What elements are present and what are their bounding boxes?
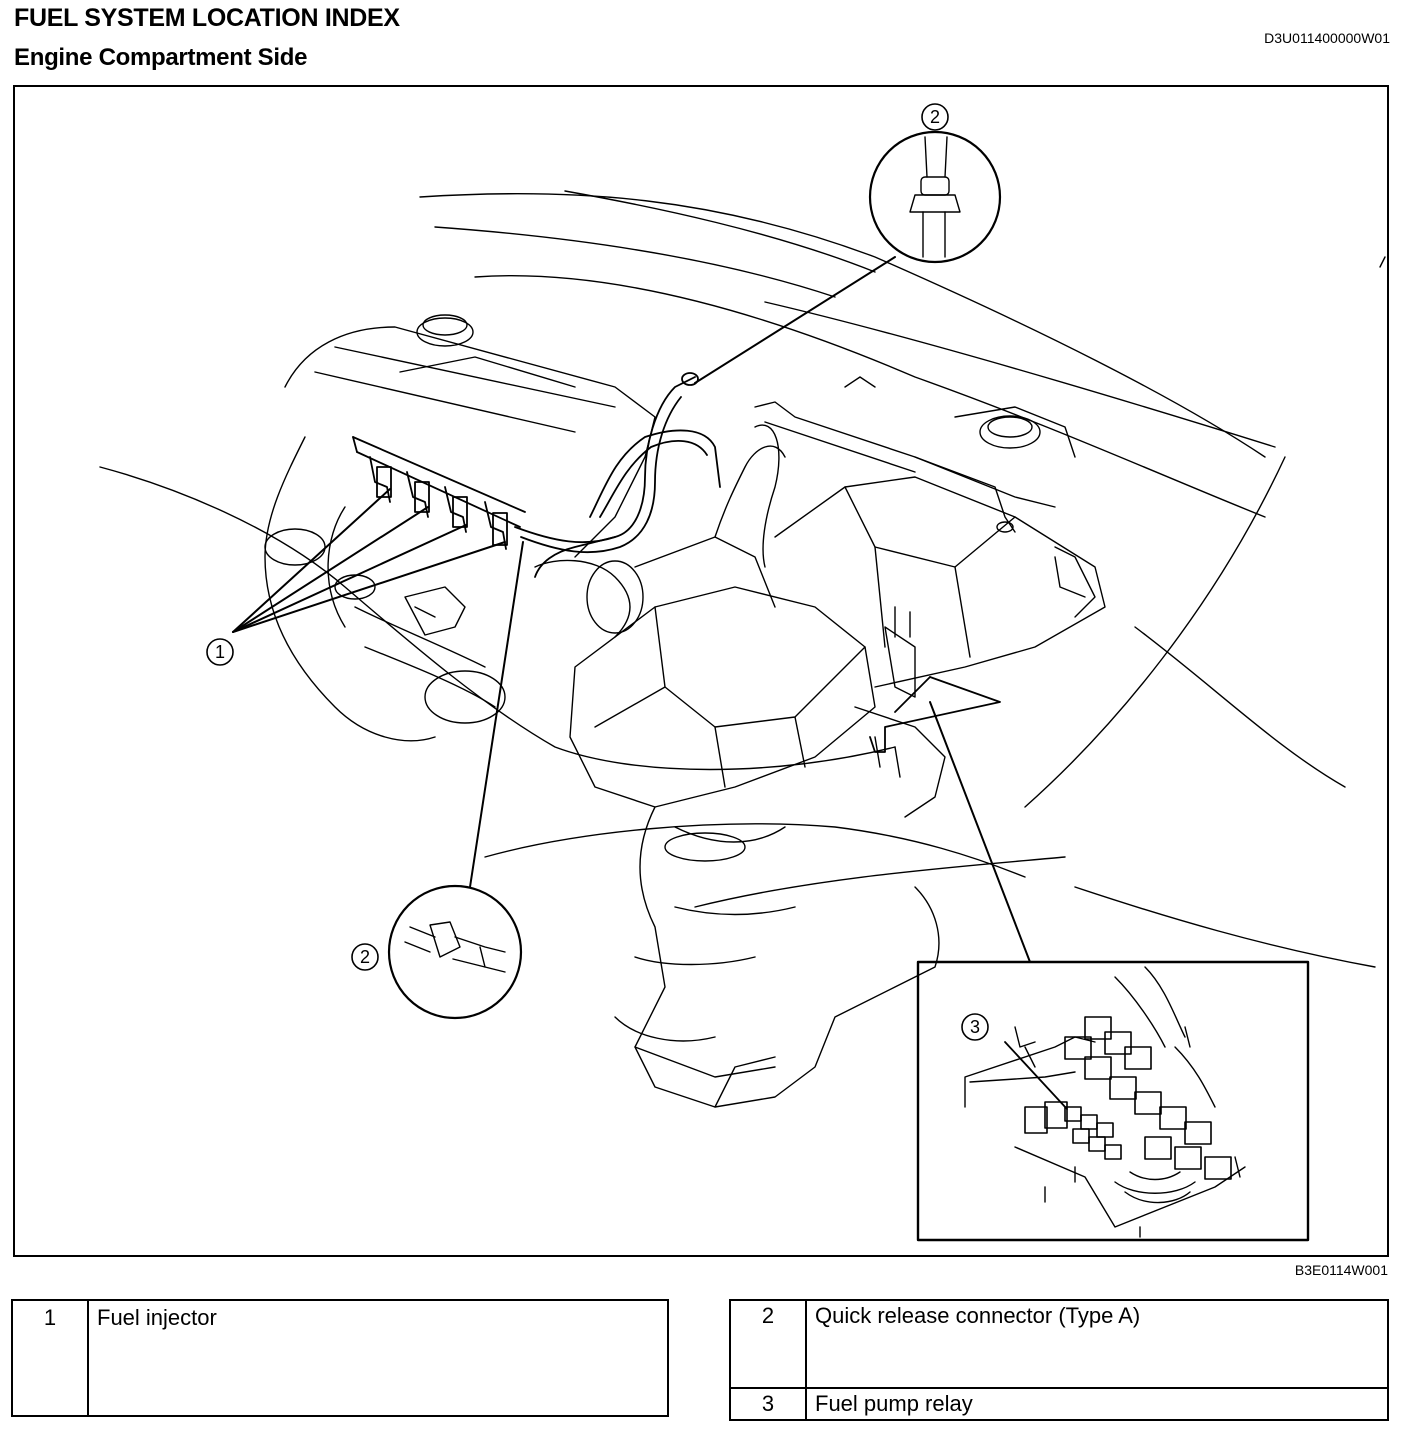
transmission-lower — [614, 706, 946, 1108]
legend-table-right: 2 Quick release connector (Type A) 3 Fue… — [729, 1299, 1389, 1421]
engine-block — [264, 314, 656, 742]
callout-2-top-label: 2 — [930, 107, 940, 127]
legend-label: Quick release connector (Type A) — [805, 1299, 1389, 1389]
leader-lines — [232, 256, 1031, 963]
engine-diagram-svg: 1 2 2 3 — [99, 103, 1386, 1242]
legend-row: 2 Quick release connector (Type A) — [729, 1299, 1389, 1389]
intake-air-cleaner — [534, 424, 1106, 808]
engine-compartment-figure: 1 2 2 3 — [13, 85, 1389, 1257]
document-id: D3U011400000W01 — [1264, 30, 1390, 46]
callout-3-circle — [961, 1013, 989, 1041]
battery-area — [754, 376, 1096, 698]
relay-box-location — [869, 676, 1001, 753]
connector-detail-bottom — [387, 884, 523, 1020]
legend-row: 1 Fuel injector — [11, 1299, 669, 1417]
legend-row: 3 Fuel pump relay — [729, 1387, 1389, 1421]
fuel-rail — [352, 436, 526, 550]
callout-2-top-circle — [921, 103, 949, 131]
callout-3-label: 3 — [970, 1017, 980, 1037]
legend-label: Fuel injector — [87, 1299, 669, 1417]
body-contour-lines — [99, 190, 1386, 968]
page-subtitle: Engine Compartment Side — [14, 44, 308, 71]
legend-number: 2 — [729, 1299, 807, 1389]
callout-1-circle — [206, 638, 234, 666]
relay-block-inset — [916, 960, 1310, 1242]
page-title: FUEL SYSTEM LOCATION INDEX — [14, 4, 400, 32]
callout-2-bottom-circle — [351, 943, 379, 971]
callout-1-label: 1 — [215, 642, 225, 662]
connector-detail-top — [868, 130, 1002, 264]
callout-2-bottom-label: 2 — [360, 947, 370, 967]
fuel-lines — [514, 372, 721, 578]
callout-markers — [206, 103, 989, 1041]
legend-label: Fuel pump relay — [805, 1387, 1389, 1421]
legend-number: 3 — [729, 1387, 807, 1421]
figure-id: B3E0114W001 — [1294, 1262, 1388, 1278]
legend-number: 1 — [11, 1299, 89, 1417]
legend-table-left: 1 Fuel injector — [11, 1299, 669, 1417]
